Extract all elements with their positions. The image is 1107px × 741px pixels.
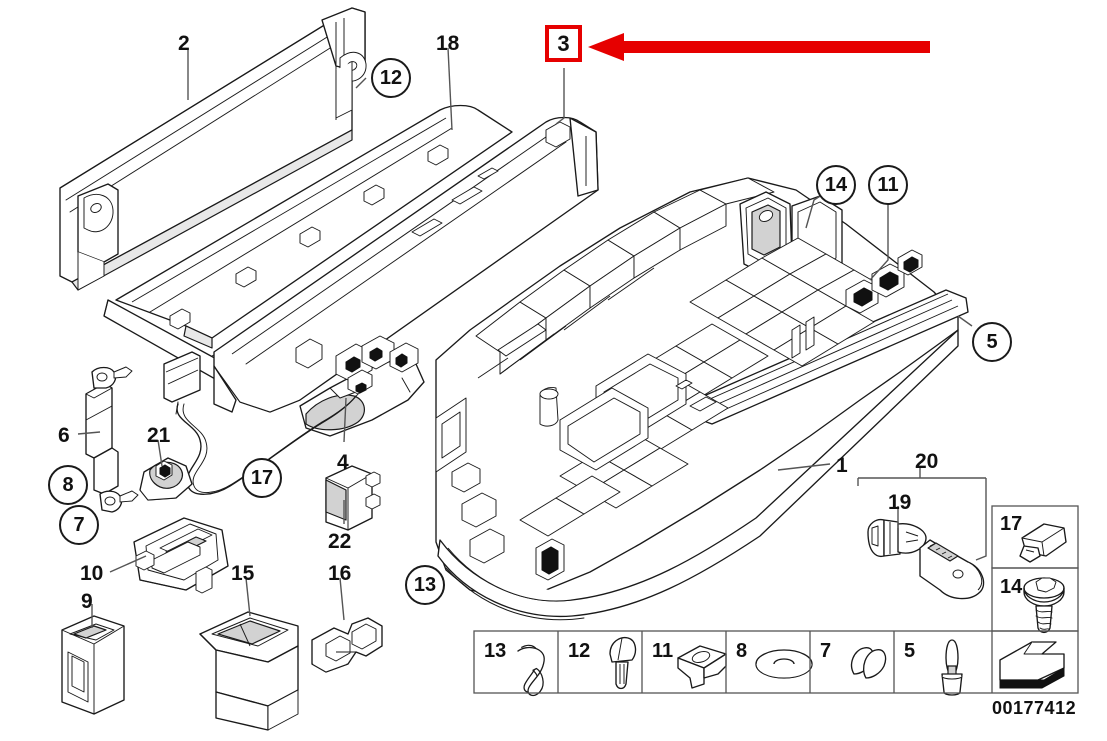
callout-22[interactable]: 22 [328, 531, 351, 552]
callout-15[interactable]: 15 [231, 563, 254, 584]
callout-label: 9 [81, 590, 93, 613]
callout-18[interactable]: 18 [436, 33, 459, 54]
callout-label: 2 [178, 32, 190, 55]
legend-cell-number-11: 11 [652, 640, 674, 662]
circled-callout-17[interactable]: 17 [242, 458, 282, 498]
circled-callout-7[interactable]: 7 [59, 505, 99, 545]
part-15-tray [199, 611, 299, 731]
legend-bottom-art [517, 636, 1065, 697]
legend-cell-number-12: 12 [568, 640, 591, 662]
diagram-id-label: 00177412 [992, 698, 1077, 718]
circled-callout-12[interactable]: 12 [371, 58, 411, 98]
callout-label: 17 [250, 466, 274, 489]
part-17-wiring-harness [163, 351, 359, 495]
highlighted-part-number: 3 [557, 30, 570, 56]
callout-label: 5 [986, 330, 998, 353]
callout-label: 14 [824, 173, 848, 196]
part-20-key [919, 539, 985, 600]
part-10-mechanism [133, 517, 229, 594]
callout-21[interactable]: 21 [147, 425, 170, 446]
legend-cell-number-13: 13 [484, 640, 507, 662]
callout-label: 4 [337, 451, 349, 474]
part-1-glovebox-housing [435, 177, 969, 621]
circled-callout-13[interactable]: 13 [405, 565, 445, 605]
callout-label: 19 [888, 491, 912, 514]
legend-cell-number-17: 17 [1000, 513, 1023, 535]
callout-20[interactable]: 20 [915, 451, 938, 472]
callout-label: 16 [328, 562, 352, 585]
highlight-arrow [588, 33, 930, 61]
part-22-cover-cap [325, 465, 381, 531]
callout-label: 21 [147, 424, 171, 447]
callout-label: 8 [62, 473, 74, 496]
part-3-lid-inner-panel [213, 116, 599, 413]
callout-label: 13 [413, 573, 437, 596]
callout-label: 11 [877, 173, 899, 196]
legend-cell-number-14: 14 [1000, 576, 1023, 598]
circled-callout-8[interactable]: 8 [48, 465, 88, 505]
callout-6[interactable]: 6 [58, 425, 70, 446]
part-18-cover-strip [115, 104, 513, 349]
callout-label: 22 [328, 530, 352, 553]
part-19-lock-cylinder [867, 518, 927, 558]
part-16-clip [311, 617, 383, 673]
callout-10[interactable]: 10 [80, 563, 103, 584]
circled-callout-5[interactable]: 5 [972, 322, 1012, 362]
part-6-gas-strut [85, 366, 139, 513]
part-9-trim-insert [61, 615, 125, 715]
circled-callout-11[interactable]: 11 [868, 165, 908, 205]
callout-label: 20 [915, 450, 939, 473]
callout-1[interactable]: 1 [836, 455, 848, 476]
callout-9[interactable]: 9 [81, 591, 93, 612]
callout-label: 18 [436, 32, 460, 55]
part-21-bracket [139, 457, 193, 501]
circled-callout-14[interactable]: 14 [816, 165, 856, 205]
callout-label: 12 [379, 66, 403, 89]
callout-16[interactable]: 16 [328, 563, 351, 584]
callout-label: 15 [231, 562, 255, 585]
legend-cell-number-7: 7 [820, 640, 832, 662]
callout-label: 10 [80, 562, 104, 585]
legend-grid [473, 505, 1079, 694]
legend-right-art [1019, 523, 1067, 634]
callout-19[interactable]: 19 [888, 492, 911, 513]
callout-label: 1 [836, 454, 848, 477]
legend-cell-number-8: 8 [736, 640, 748, 662]
highlighted-part-number-box[interactable]: 3 [545, 25, 582, 62]
legend-cell-number-5: 5 [904, 640, 916, 662]
part-2-rear-trim-panel [59, 7, 367, 385]
callout-4[interactable]: 4 [337, 452, 349, 473]
callout-label: 6 [58, 424, 70, 447]
callout-2[interactable]: 2 [178, 33, 190, 54]
callout-label: 7 [73, 513, 85, 536]
leader-lines [77, 47, 987, 628]
